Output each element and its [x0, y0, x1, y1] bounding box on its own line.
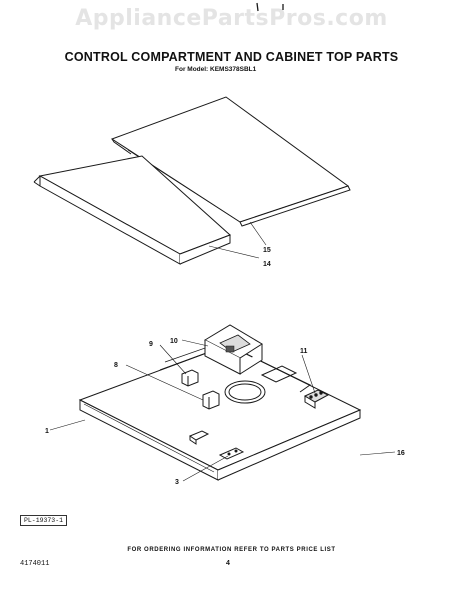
callout-14: 14	[263, 261, 271, 268]
callout-11: 11	[300, 348, 308, 355]
callout-8: 8	[114, 362, 118, 369]
callout-9: 9	[149, 341, 153, 348]
callout-1: 1	[45, 428, 49, 435]
diagram-title: CONTROL COMPARTMENT AND CABINET TOP PART…	[64, 50, 399, 64]
model-subtitle: For Model: KEMS378SBL1	[175, 66, 257, 73]
control-compartment-cover	[33, 155, 260, 265]
ordering-note: FOR ORDERING INFORMATION REFER TO PARTS …	[127, 547, 336, 553]
callout-10: 10	[170, 338, 178, 345]
lower-cabinet-assembly	[78, 324, 362, 481]
leader-lines	[49, 339, 396, 482]
site-watermark: AppliancePartsPros.com	[75, 6, 388, 31]
callout-15: 15	[263, 247, 271, 254]
tick-mark	[256, 2, 259, 12]
plate-label: PL-19373-1	[20, 515, 68, 526]
page-number: 4	[226, 560, 230, 567]
callout-3: 3	[175, 479, 179, 486]
callout-16: 16	[397, 450, 405, 457]
document-number: 4174011	[20, 560, 50, 568]
